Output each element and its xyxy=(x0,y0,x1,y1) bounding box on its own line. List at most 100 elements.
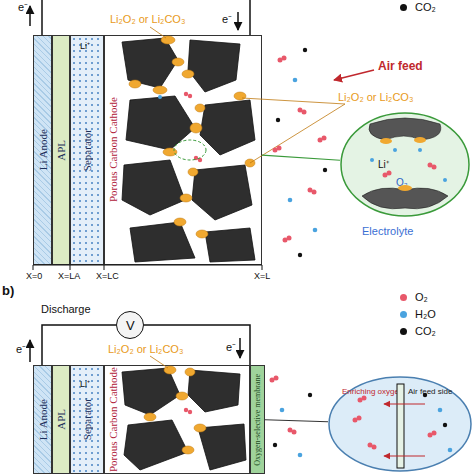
legend-swatch xyxy=(400,294,407,301)
zoom-ellipse: Enriching oxygen Air feed side xyxy=(328,376,472,472)
text-label: e⁻ xyxy=(226,342,236,353)
text-label: e⁻ xyxy=(222,14,232,25)
legend-swatch xyxy=(400,4,407,11)
layer-name: APL xyxy=(55,409,67,430)
layer-name: Porous Carbon Cathode xyxy=(107,367,119,472)
separator-layer: Separator xyxy=(70,35,104,265)
zoom-ellipse: e⁻ Li⁺ O₂ xyxy=(340,112,470,217)
node-text: O₂ xyxy=(396,178,408,188)
layer-name: Li Anode xyxy=(37,129,49,170)
external-wire xyxy=(29,340,31,362)
text-label: Electrolyte xyxy=(362,226,413,237)
oxygen-molecule xyxy=(278,58,283,63)
ellipse-outline xyxy=(341,113,469,216)
text-label: Air feed xyxy=(378,60,423,72)
external-wire xyxy=(41,0,43,35)
layer-name: Separator xyxy=(81,398,93,440)
text-label: X=0 xyxy=(26,272,42,281)
legend-text: O₂ xyxy=(415,292,428,303)
oxygen-molecule xyxy=(318,138,323,143)
air-feed-arrow xyxy=(334,70,374,80)
external-wire xyxy=(42,325,116,365)
text-label: e⁻ xyxy=(16,344,26,355)
zoom-connector xyxy=(262,155,340,160)
water-molecule xyxy=(293,78,298,83)
anode-layer: Li Anode xyxy=(33,365,52,474)
carbon-dioxide-molecule xyxy=(323,168,327,172)
legend-text: CO₂ xyxy=(415,2,436,13)
protective-layer: APL xyxy=(52,35,70,265)
node-text: Enriching oxygen xyxy=(342,388,403,396)
legend-item: H₂O xyxy=(400,309,436,320)
membrane-layer: Oxygen-selective membrane xyxy=(250,365,265,474)
water-molecule xyxy=(288,198,293,203)
axis-line xyxy=(104,265,105,270)
text-label: X=L xyxy=(254,272,270,281)
ellipse-outline xyxy=(329,377,471,471)
leader-line xyxy=(250,104,345,163)
legend-item: CO₂ xyxy=(400,326,436,337)
axis-line xyxy=(33,265,34,270)
oxygen-molecule xyxy=(277,146,282,151)
oxygen-molecule xyxy=(322,136,327,141)
text-label: Li⁺ xyxy=(80,42,90,51)
oxygen-molecule xyxy=(302,110,307,115)
node-text: Discharge xyxy=(41,304,91,315)
oxygen-molecule xyxy=(312,190,317,195)
oxygen-molecule xyxy=(287,236,292,241)
voltmeter: DischargeV xyxy=(116,311,144,339)
node-text: e⁻ xyxy=(400,128,409,138)
oxygen-molecule xyxy=(292,430,297,435)
axis-line xyxy=(33,265,262,270)
cathode-layer: Porous Carbon Cathode xyxy=(104,35,262,265)
layer-name: Li Anode xyxy=(37,399,49,440)
legend-swatch xyxy=(400,311,407,318)
axis-line xyxy=(262,265,263,270)
oxygen-molecule xyxy=(308,188,313,193)
water-molecule xyxy=(280,408,285,413)
node-text: Li⁺ xyxy=(378,160,389,170)
text-label: Li₂O₂ or Li₂CO₃ xyxy=(338,92,413,103)
layer-name: Porous Carbon Cathode xyxy=(107,97,119,202)
oxygen-molecule xyxy=(282,56,287,61)
node-text: Air feed side xyxy=(408,388,452,396)
carbon-dioxide-molecule xyxy=(276,118,280,122)
node-text: V xyxy=(126,319,135,332)
zoom-connector xyxy=(265,420,328,422)
text-label: Li₂O₂ or Li₂CO₃ xyxy=(108,344,183,355)
layer-name: Separator xyxy=(81,129,93,171)
oxygen-molecule xyxy=(273,148,278,153)
oxygen-molecule xyxy=(288,428,293,433)
external-wire xyxy=(237,12,239,30)
text-label: Li₂O₂ or Li₂CO₃ xyxy=(110,14,185,25)
legend-text: CO₂ xyxy=(415,326,436,337)
text-label: X=LA xyxy=(58,272,80,281)
carbon-dioxide-molecule xyxy=(273,443,277,447)
cathode-layer: Porous Carbon Cathode xyxy=(104,365,250,474)
layer-name: Oxygen-selective membrane xyxy=(253,374,262,466)
carbon-dioxide-molecule xyxy=(308,393,312,397)
external-wire xyxy=(249,0,251,35)
protective-layer: APL xyxy=(52,365,70,474)
water-molecule xyxy=(298,453,303,458)
text-label: e⁻ xyxy=(18,2,28,13)
legend-swatch xyxy=(400,328,407,335)
oxygen-molecule xyxy=(283,238,288,243)
carbon-dioxide-molecule xyxy=(298,253,302,257)
oxygen-molecule xyxy=(270,378,275,383)
external-wire xyxy=(239,338,241,358)
carbon-dioxide-molecule xyxy=(303,48,307,52)
text-label: Li⁺ xyxy=(80,380,90,389)
oxygen-molecule xyxy=(274,376,279,381)
anode-layer: Li Anode xyxy=(33,35,52,265)
legend-text: H₂O xyxy=(415,309,436,320)
text-label: b) xyxy=(2,284,14,297)
text-label: X=LC xyxy=(96,272,119,281)
air-feed-arrow xyxy=(334,70,374,80)
oxygen-molecule xyxy=(298,108,303,113)
legend-item: CO₂ xyxy=(400,2,436,13)
water-molecule xyxy=(313,228,318,233)
layer-name: APL xyxy=(55,140,67,161)
axis-line xyxy=(70,265,71,270)
